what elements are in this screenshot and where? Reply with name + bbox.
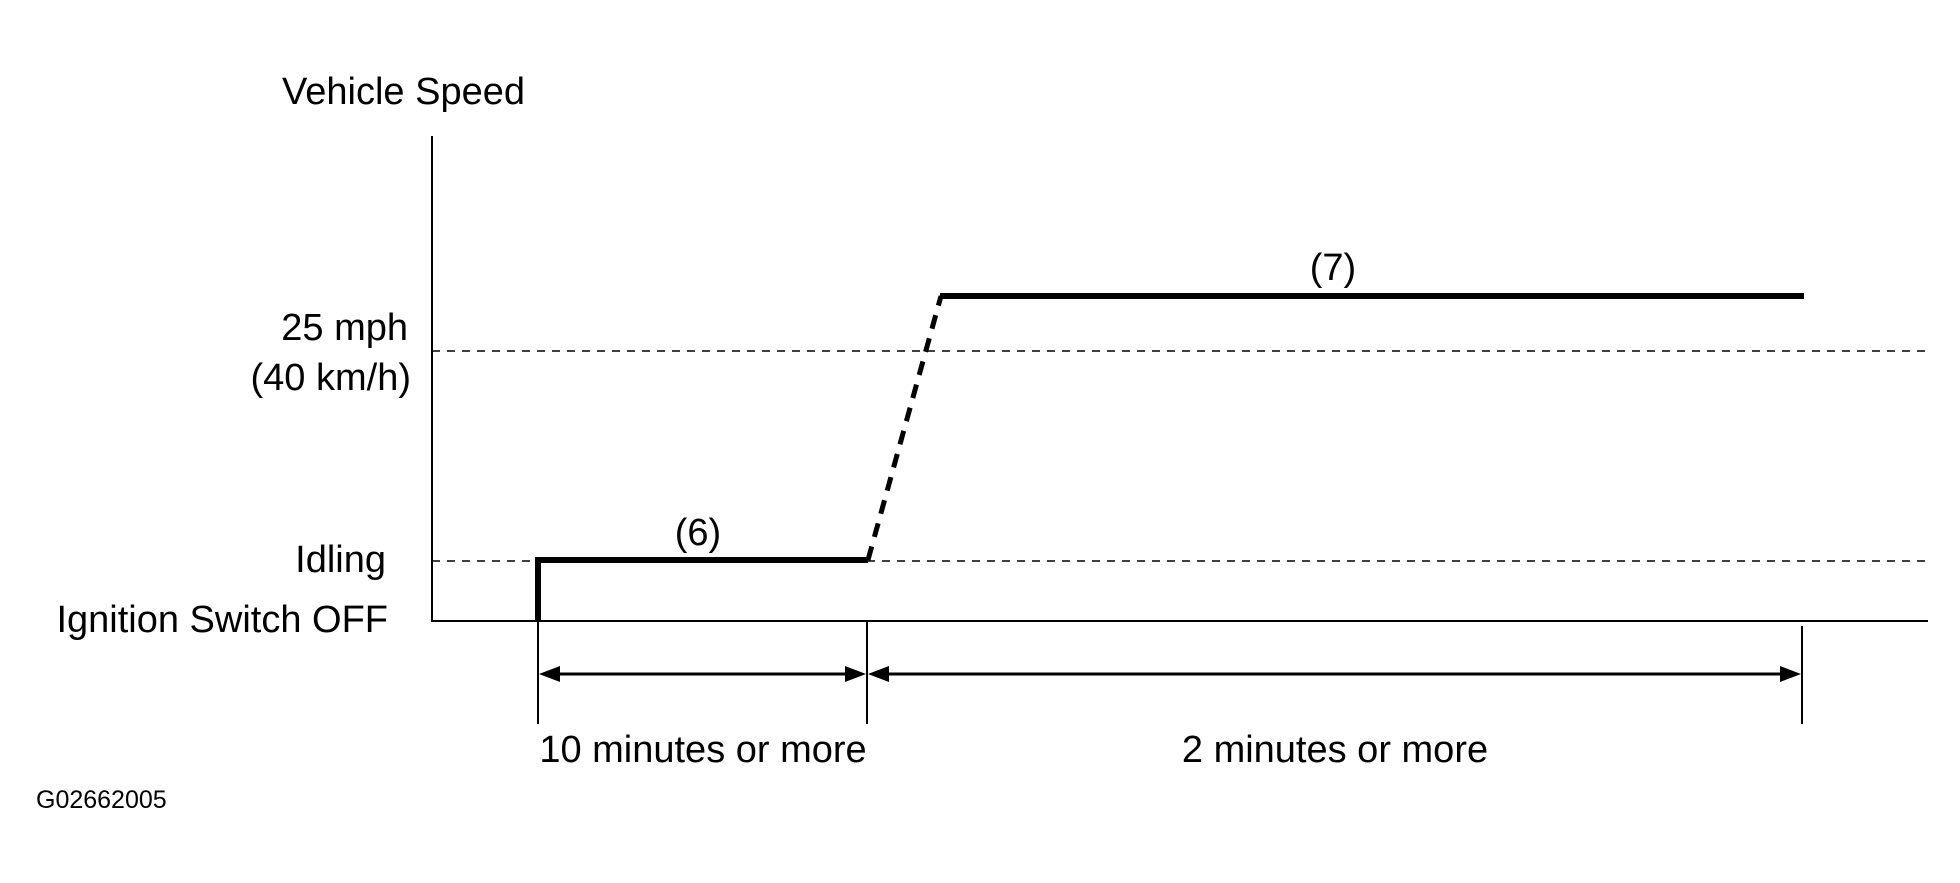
idling-segment-line [535,557,868,622]
second-duration-label: 2 minutes or more [1182,729,1488,771]
step-7-label: (7) [1310,247,1356,289]
speed-level-kmh-label: (40 km/h) [251,357,411,399]
first-duration-arrow-left-head [539,666,560,682]
figure-id-label: G02662005 [36,786,167,814]
ignition-off-level-label: Ignition Switch OFF [56,599,388,641]
y-axis-label: Vehicle Speed [282,71,525,113]
second-duration-arrow-right-head [1780,666,1801,682]
acceleration-ramp-line [865,295,944,561]
second-duration-arrow-left-head [868,666,889,682]
speed-level-mph-label: 25 mph [281,307,408,349]
first-duration-arrow-right-head [845,666,866,682]
first-duration-label: 10 minutes or more [539,729,866,771]
step-6-label: (6) [675,512,721,554]
idling-level-label: Idling [295,539,386,581]
